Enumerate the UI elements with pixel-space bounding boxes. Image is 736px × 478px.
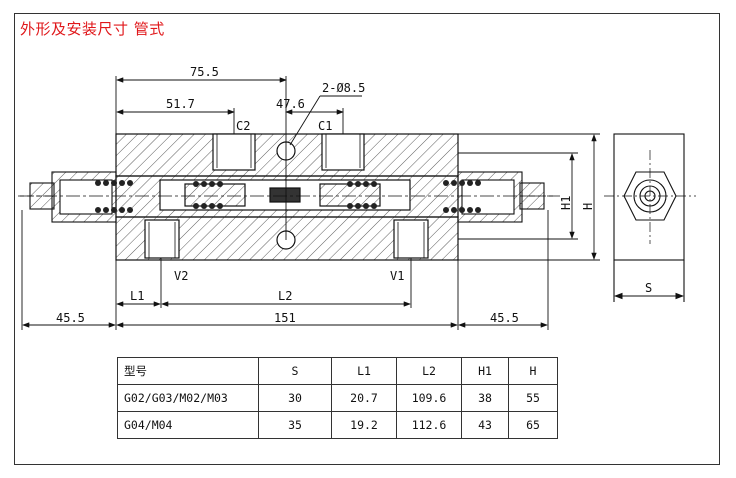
dim-center-mid: 51.7 — [166, 97, 195, 111]
header-l2: L2 — [396, 357, 462, 385]
port-c2-label: C2 — [236, 119, 250, 133]
top-dimensions — [115, 76, 362, 240]
drawing-frame — [14, 13, 720, 465]
header-s: S — [258, 357, 332, 385]
dim-center-right: 47.6 — [276, 97, 305, 111]
port-v2-label: V2 — [174, 269, 188, 283]
bottom-dimensions — [21, 210, 549, 330]
dim-end-right: 45.5 — [490, 311, 519, 325]
valve-body-section — [115, 133, 459, 261]
dim-hole-spec: 2-Ø8.5 — [322, 81, 365, 95]
cell-s: 35 — [258, 411, 332, 439]
cell-h: 65 — [508, 411, 558, 439]
cell-h1: 43 — [461, 411, 509, 439]
port-c1-label: C1 — [318, 119, 332, 133]
cell-model: G02/G03/M02/M03 — [117, 384, 259, 412]
dim-l1: L1 — [130, 289, 144, 303]
spec-table: 型号 S L1 L2 H1 H G02/G03/M02/M03 30 20.7 … — [117, 357, 558, 439]
table-row: G02/G03/M02/M03 30 20.7 109.6 38 55 — [117, 384, 558, 412]
header-model: 型号 — [117, 357, 259, 385]
cell-l2: 112.6 — [396, 411, 462, 439]
cell-h1: 38 — [461, 384, 509, 412]
right-end-cap — [443, 171, 556, 223]
dim-s: S — [645, 281, 652, 295]
port-v1-label: V1 — [390, 269, 404, 283]
dim-end-left: 45.5 — [56, 311, 85, 325]
page-title: 外形及安装尺寸 管式 — [20, 20, 165, 38]
table-header-row: 型号 S L1 L2 H1 H — [117, 357, 558, 385]
end-view — [604, 133, 696, 302]
height-dimensions — [458, 133, 600, 261]
header-l1: L1 — [331, 357, 397, 385]
cell-l2: 109.6 — [396, 384, 462, 412]
left-end-cap — [18, 171, 133, 223]
dim-h1: H1 — [559, 196, 573, 210]
dim-l2: L2 — [278, 289, 292, 303]
dim-overall-left: 75.5 — [190, 65, 219, 79]
dim-h: H — [581, 203, 595, 210]
header-h: H — [508, 357, 558, 385]
cell-l1: 19.2 — [331, 411, 397, 439]
table-row: G04/M04 35 19.2 112.6 43 65 — [117, 411, 558, 439]
dim-total-length: 151 — [274, 311, 296, 325]
cell-l1: 20.7 — [331, 384, 397, 412]
cell-model: G04/M04 — [117, 411, 259, 439]
cell-s: 30 — [258, 384, 332, 412]
header-h1: H1 — [461, 357, 509, 385]
cell-h: 55 — [508, 384, 558, 412]
